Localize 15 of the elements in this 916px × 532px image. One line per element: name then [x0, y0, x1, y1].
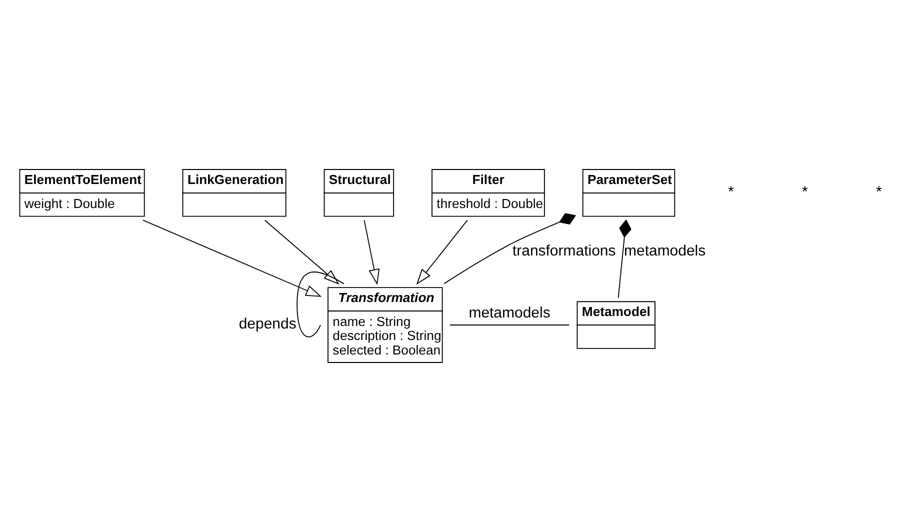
- edge-label: depends: [238, 316, 296, 333]
- edge-label: transformations: [512, 242, 616, 260]
- arrow: [416, 220, 468, 285]
- label: *: [802, 183, 808, 200]
- arrow: [142, 220, 322, 297]
- connector: [444, 213, 576, 284]
- label: *: [728, 183, 734, 200]
- connector: [296, 272, 344, 338]
- arrow: [264, 220, 340, 285]
- label: *: [876, 183, 882, 200]
- arrow: [364, 220, 380, 286]
- connector: [618, 219, 632, 298]
- edge-label: metamodels: [624, 242, 706, 260]
- connector: [450, 324, 570, 326]
- edge-label: metamodels: [468, 304, 550, 322]
